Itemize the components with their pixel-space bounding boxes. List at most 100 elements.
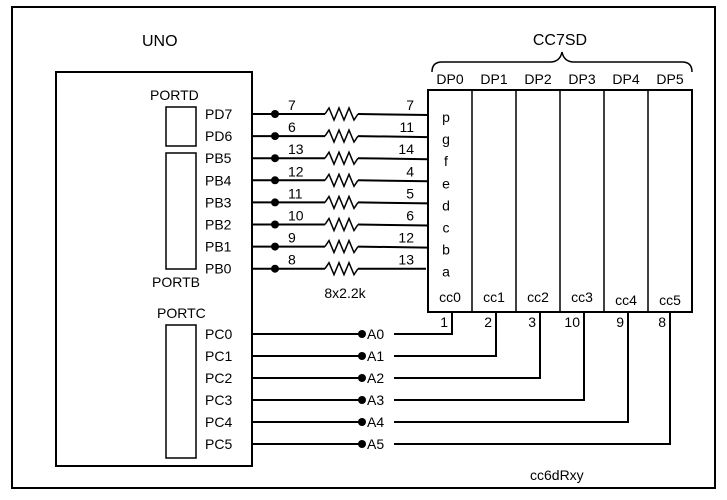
- resistor: [324, 194, 359, 211]
- display-brace: [431, 51, 693, 73]
- segment-wire: [357, 179, 429, 183]
- cc-label: cc1: [483, 289, 505, 305]
- segment-wire: [357, 245, 429, 249]
- segment-wire: [357, 113, 429, 116]
- junction-dot: [271, 154, 279, 163]
- arduino-pin-label: 6: [288, 119, 296, 135]
- junction-dot: [271, 264, 279, 273]
- digit-label: DP3: [568, 71, 595, 87]
- segment-label: e: [442, 175, 450, 191]
- junction-dot: [358, 374, 366, 382]
- arduino-pin-label: 9: [288, 230, 296, 246]
- resistor-label: 8x2.2k: [324, 285, 366, 301]
- common-wire: [394, 312, 585, 401]
- arduino-pin-label: A1: [367, 348, 384, 364]
- footer-label: cc6dRxy: [530, 467, 584, 483]
- port-pin-label: PD6: [205, 128, 232, 144]
- port-pin-label: PC3: [205, 392, 232, 408]
- arduino-pin-label: A3: [367, 392, 384, 408]
- port-pin-label: PB1: [205, 239, 232, 255]
- junction-dot: [271, 198, 279, 207]
- uno-board: [55, 71, 253, 467]
- port-pin-label: PB4: [205, 172, 232, 188]
- display-pin-label: 13: [398, 252, 414, 268]
- arduino-pin-label: 11: [288, 185, 303, 201]
- resistor: [324, 106, 359, 122]
- junction-dot: [271, 220, 279, 229]
- cc-label: cc3: [571, 289, 593, 305]
- junction-dot: [271, 132, 279, 141]
- segment-label: c: [443, 220, 450, 236]
- digit-label: DP5: [656, 71, 683, 87]
- arduino-pin-label: 12: [288, 163, 304, 179]
- cc-pin-label: 1: [440, 314, 448, 330]
- common-wire: [394, 312, 453, 335]
- segment-wire: [357, 157, 429, 161]
- cc-pin-label: 10: [564, 314, 580, 330]
- common-wire: [394, 312, 629, 423]
- resistor: [324, 238, 359, 255]
- segment-label: d: [442, 197, 450, 213]
- portc-label: PORTC: [157, 305, 206, 321]
- arduino-pin-label: A0: [367, 326, 384, 342]
- junction-dot: [358, 352, 366, 360]
- arduino-pin-label: A5: [367, 436, 384, 452]
- arduino-pin-label: A2: [367, 370, 384, 386]
- resistor: [324, 260, 359, 277]
- junction-dot: [271, 176, 279, 185]
- segment-wire: [357, 201, 429, 205]
- port-pin-label: PC1: [205, 348, 232, 364]
- common-wire: [394, 312, 671, 445]
- display-pin-label: 4: [406, 163, 414, 179]
- cc-label: cc4: [615, 292, 637, 308]
- cc-pin-label: 3: [528, 314, 536, 330]
- segment-label: f: [444, 153, 448, 169]
- junction-dot: [271, 242, 279, 251]
- cc-label: cc0: [439, 289, 461, 305]
- cc-label: cc5: [659, 292, 681, 308]
- segment-wire: [357, 135, 429, 139]
- arduino-pin-label: 13: [288, 141, 304, 157]
- port-pin-label: PC2: [205, 370, 232, 386]
- arduino-pin-label: 10: [288, 208, 304, 224]
- junction-dot: [358, 330, 366, 338]
- junction-dot: [358, 440, 366, 448]
- arduino-pin-label: A4: [367, 414, 384, 430]
- junction-dot: [358, 396, 366, 404]
- uno-label: UNO: [142, 33, 178, 50]
- segment-label: p: [442, 109, 450, 125]
- cc-pin-label: 8: [658, 314, 666, 330]
- portb-label: PORTB: [152, 274, 200, 290]
- port-pin-label: PC4: [205, 414, 232, 430]
- port-pin-label: PB2: [205, 217, 232, 233]
- junction-dot: [271, 110, 279, 118]
- display-pin-label: 7: [406, 97, 414, 113]
- portd-label: PORTD: [150, 87, 199, 103]
- port-pin-label: PB3: [205, 194, 232, 210]
- cc-label: cc2: [527, 289, 549, 305]
- port-pin-label: PC0: [205, 326, 232, 342]
- display-pin-label: 12: [398, 230, 414, 246]
- port-pin-label: PC5: [205, 436, 232, 452]
- digit-label: DP4: [612, 71, 639, 87]
- segment-label: b: [442, 242, 450, 258]
- junction-dot: [358, 418, 366, 426]
- display-pin-label: 6: [406, 208, 414, 224]
- port-pin-label: PB5: [205, 150, 232, 166]
- common-wire: [394, 312, 541, 379]
- resistor: [324, 128, 359, 145]
- resistor: [324, 216, 359, 233]
- common-wire: [394, 312, 497, 357]
- display-pin-label: 14: [398, 141, 414, 157]
- outer-frame: [11, 6, 716, 489]
- arduino-pin-label: 7: [288, 97, 296, 113]
- cc-pin-label: 2: [484, 314, 492, 330]
- display-label: CC7SD: [533, 32, 587, 49]
- segment-label: a: [442, 264, 450, 280]
- portc-header: [165, 324, 197, 459]
- display-pin-label: 5: [406, 185, 414, 201]
